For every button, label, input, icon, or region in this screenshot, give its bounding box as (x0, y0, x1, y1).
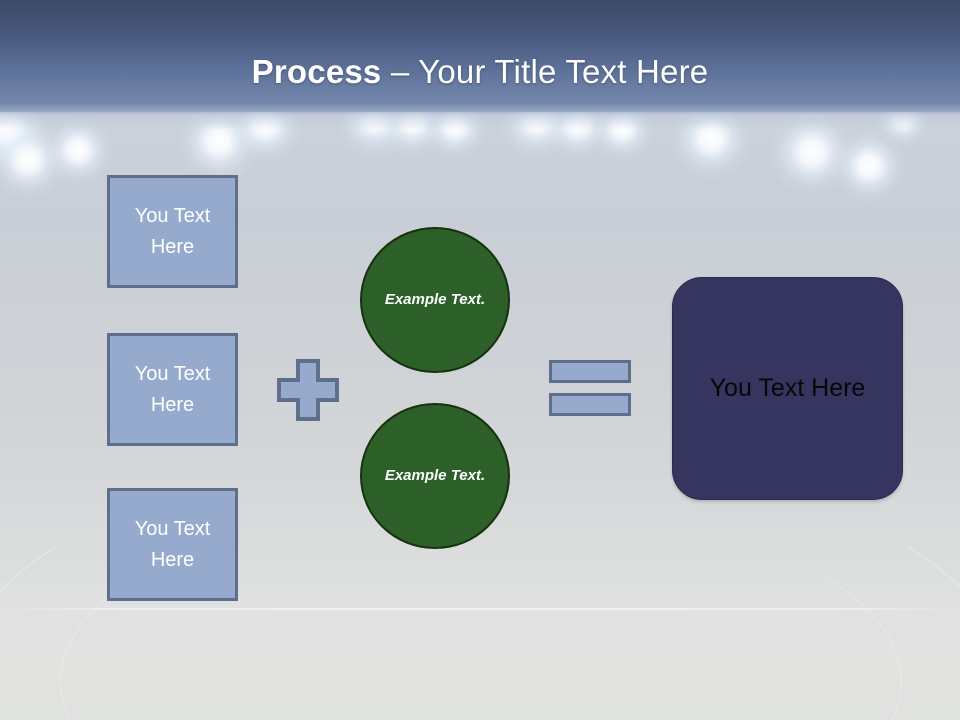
input-box-1-label: You Text Here (134, 204, 211, 258)
example-circle-2[interactable]: Example Text. (360, 403, 510, 549)
page-title-strong: Process (251, 53, 382, 90)
page-title: Process – Your Title Text Here (0, 52, 960, 92)
input-box-2-label: You Text Here (134, 362, 211, 416)
result-box-label: You Text Here (709, 374, 866, 402)
input-box-2[interactable]: You Text Here (107, 333, 238, 446)
equals-icon (549, 360, 631, 416)
example-circle-1-label: Example Text. (384, 291, 486, 308)
equals-icon-bar-bottom (549, 393, 631, 416)
equals-icon-bar-top (549, 360, 631, 383)
page-title-rest: – Your Title Text Here (381, 53, 709, 90)
field-horizontal-line (0, 608, 960, 610)
input-box-3-label: You Text Here (134, 517, 211, 571)
example-circle-1[interactable]: Example Text. (360, 227, 510, 373)
title-banner (0, 0, 960, 112)
input-box-3[interactable]: You Text Here (107, 488, 238, 601)
plus-icon (277, 359, 339, 421)
example-circle-2-label: Example Text. (384, 467, 486, 484)
result-box[interactable]: You Text Here (672, 277, 903, 500)
input-box-1[interactable]: You Text Here (107, 175, 238, 288)
title-banner-fade (0, 104, 960, 130)
